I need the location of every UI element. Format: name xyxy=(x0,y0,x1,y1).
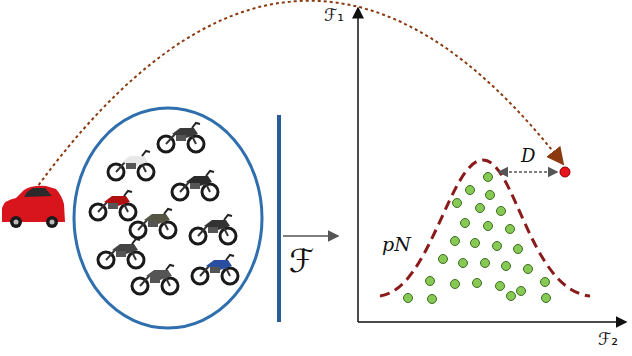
map-arrow xyxy=(283,235,338,237)
distance-arrow xyxy=(499,171,557,173)
outlier-point xyxy=(560,167,570,177)
axis-label: ℱ₁ xyxy=(322,6,346,25)
axis-x xyxy=(358,321,626,323)
distance-label: D xyxy=(521,146,535,166)
density-curve xyxy=(380,160,590,296)
extractor-label: ℱ xyxy=(289,244,314,279)
dashed-arc xyxy=(35,1,563,190)
extractor-bar xyxy=(277,115,281,322)
sample-circle xyxy=(74,108,262,328)
motorcycles xyxy=(90,123,238,294)
normal-points xyxy=(404,173,551,304)
density-label: pN xyxy=(382,234,411,255)
axis-y xyxy=(357,8,359,322)
axis-label: ℱ₂ xyxy=(598,330,618,349)
car xyxy=(2,186,65,228)
